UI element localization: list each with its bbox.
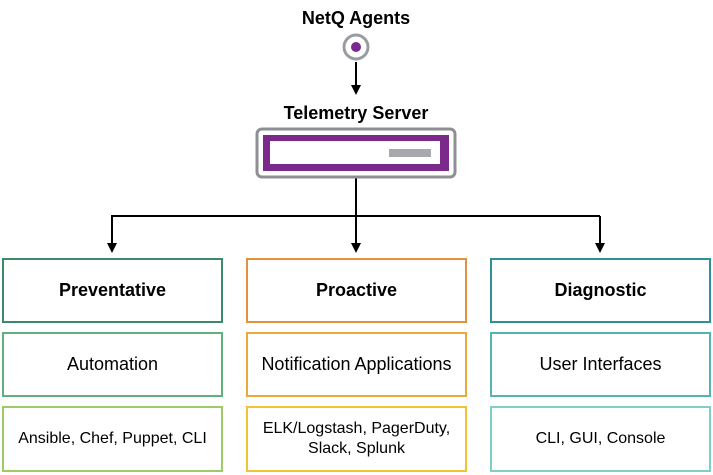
user-interfaces-box: User Interfaces: [490, 332, 711, 397]
proactive-tools-label: ELK/Logstash, PagerDuty, Slack, Splunk: [262, 420, 451, 457]
diagnostic-title: Diagnostic: [554, 280, 647, 301]
preventative-tools-label: Ansible, Chef, Puppet, CLI: [18, 430, 207, 447]
diagnostic-tools-label: CLI, GUI, Console: [535, 430, 666, 447]
netq-agents-label: NetQ Agents: [301, 8, 411, 28]
telemetry-server-icon: [255, 127, 457, 179]
proactive-tools-box: ELK/Logstash, PagerDuty, Slack, Splunk: [246, 406, 467, 472]
telemetry-server-label: Telemetry Server: [283, 103, 429, 123]
proactive-title: Proactive: [315, 280, 398, 301]
notification-applications-box: Notification Applications: [246, 332, 467, 397]
netq-agent-icon: [342, 33, 370, 61]
automation-box: Automation: [2, 332, 223, 397]
preventative-tools-box: Ansible, Chef, Puppet, CLI: [2, 406, 223, 472]
user-interfaces-label: User Interfaces: [539, 354, 662, 375]
automation-label: Automation: [66, 354, 159, 375]
diagnostic-box: Diagnostic: [490, 258, 711, 323]
preventative-title: Preventative: [58, 280, 167, 301]
notification-applications-label: Notification Applications: [261, 354, 452, 375]
proactive-box: Proactive: [246, 258, 467, 323]
preventative-box: Preventative: [2, 258, 223, 323]
diagnostic-tools-box: CLI, GUI, Console: [490, 406, 711, 472]
